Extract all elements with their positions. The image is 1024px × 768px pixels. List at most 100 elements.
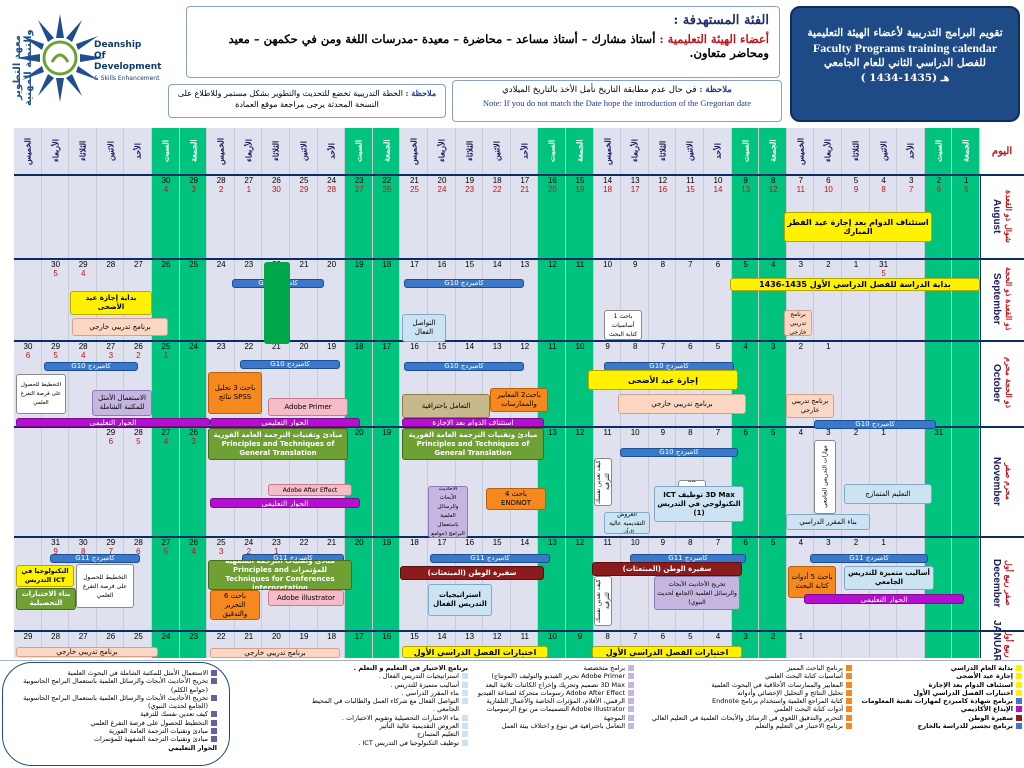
date-number: 8 [688, 538, 693, 547]
event-achievement-tests[interactable]: بناء الاختبارات التحصيلية [16, 588, 76, 610]
event-professional-conduct[interactable]: التعامل باحترافية [402, 394, 490, 418]
event-educational-dialogue-oct-2[interactable]: الحوار التعليمي [210, 418, 360, 427]
date-number: 22 [299, 538, 309, 547]
event-national-ambassador-2[interactable]: سفيرة الوطن (المبتعثات) [592, 562, 742, 576]
event-prepare-for-promotion[interactable]: كيف تعدين نفسك للترقية [594, 458, 612, 506]
date-number: 6 [688, 342, 693, 351]
date-note: ملاحظة : في حال عدم مطابقة التاريخ نأمل … [452, 80, 782, 122]
date-number: 13 [520, 260, 530, 269]
date-number: 19 [382, 538, 392, 547]
event-educational-dialogue-oct-3[interactable]: استئناف الدوام بعد الإجازة [402, 418, 544, 427]
event-general-translation-1[interactable]: مبادئ وتقنيات الترجمة العامة الفورية Pri… [208, 428, 348, 460]
date-number: 18 [327, 632, 337, 641]
event-cambridge-g10-nov-2[interactable]: كامبردج G10 [620, 448, 738, 457]
event-researcher-1[interactable]: باحث 1 أساسيات كتابة البحث [604, 310, 642, 340]
event-ict-in-teaching-dec[interactable]: توظيف التكنولوجيا في ICT التدريس (1) [16, 565, 74, 587]
update-note: ملاحظة : الخطة التدريبية تخضع للتحديث وا… [168, 84, 446, 118]
event-adobe-illustrator[interactable]: Adobe illustrator [268, 590, 344, 606]
event-eid-adha-start[interactable]: بداية إجازة عيد الأضحى [70, 291, 152, 315]
date-number: 9 [660, 538, 666, 547]
event-adobe-after-effect[interactable]: Adobe After Effect [268, 484, 352, 496]
date-number: 3 [770, 342, 776, 351]
event-planning-sabbatical[interactable]: التخطيط للحصول على فرصة التفرغ العلمي [16, 374, 66, 414]
title-line-2: Faculty Programs training calendar [812, 41, 998, 55]
event-hadith-programs-dec[interactable]: تخريج الأحاديث الأبحاث والرسائل العلمية … [654, 576, 740, 610]
day-header: الأربعاء [436, 139, 447, 163]
event-planning-sabbatical-dec[interactable]: التخطيط للحصول على فرصة التفرغ العلمي [76, 564, 134, 608]
event-general-translation-2[interactable]: مبادئ وتقنيات الترجمة العامة الفورية Pri… [402, 428, 544, 460]
event-eid-adha-holiday[interactable]: إجازة عيد الأضحى [588, 370, 738, 390]
event-optimal-library-use[interactable]: الاستعمال الأمثل للمكتبة الشاملة [92, 390, 152, 416]
event-external-training-oct-2[interactable]: برنامج تدريبي خارجي [786, 394, 834, 418]
event-cambridge-g10-oct-3[interactable]: كامبردج G10 [404, 362, 524, 371]
event-semester-start[interactable]: بداية الدراسة للفصل الدراسي الأول 1435-1… [730, 278, 980, 291]
legend-item: برنامج الباحث المميز [636, 664, 852, 672]
event-distinguished-teaching[interactable]: أساليب متميزة للتدريس الجامعي [844, 566, 934, 590]
date-number: 11 [575, 260, 585, 269]
event-educational-dialogue-nov[interactable]: الحوار التعليمي [210, 498, 360, 508]
event-prepare-for-promotion-dec[interactable]: كيف تعدين نفسك للترقية [594, 576, 612, 626]
event-ict-in-teaching[interactable]: 3D Max توظيف ICT التكنولوجي في التدريس (… [654, 486, 744, 522]
event-blended-learning[interactable]: التعليم المتمازج [844, 484, 932, 504]
date-number: 16 [409, 342, 419, 351]
event-researcher-4-endnote[interactable]: باحث 4 ENDNOT [486, 488, 546, 510]
date-number: 19 [382, 428, 392, 437]
event-skills-for-university-teaching[interactable]: مهارات التدريس الجامعي [814, 440, 836, 514]
event-impactful-presentations[interactable]: العروض التقديمية عالية التأثير [604, 512, 650, 534]
legend-swatch-icon [628, 689, 634, 696]
event-cambridge-g11-dec-5[interactable]: كامبردج G11 [810, 554, 928, 563]
event-national-ambassador-1[interactable]: سفيرة الوطن (المبتعثات) [400, 566, 544, 580]
event-cambridge-g10-oct-2[interactable]: كامبردج G10 [240, 360, 340, 369]
event-external-training-oct[interactable]: برنامج تدريبي خارجي [618, 394, 746, 414]
event-researcher-3-spss[interactable]: باحث 3 تحليل SPSS نتائج [208, 372, 262, 414]
date-number: 15 [492, 538, 502, 547]
event-external-training-sep[interactable]: برنامج تدريبي خارجي [72, 318, 168, 336]
event-resume-after-eid-fitr[interactable]: استئناف الدوام بعد إجازة عيد الفطر المبا… [784, 212, 932, 242]
event-external-training-sep-2[interactable]: برنامج تدريبي خارجي [784, 310, 812, 336]
event-researcher-6-editing[interactable]: باحث 6 التحرير والتدقيق [210, 590, 260, 620]
date-number: 24 [216, 260, 226, 269]
event-researcher-2[interactable]: باحث2 المعايير والممارسات [490, 388, 548, 412]
event-hadith-programs-nov[interactable]: تخريج الأحاديث الأبحاث والرسائل العلمية … [428, 486, 468, 538]
legend-swatch-icon [846, 689, 852, 696]
event-educational-dialogue-dec[interactable]: الحوار التعليمي [804, 594, 964, 604]
event-effective-teaching-strategies[interactable]: استراتيجيات التدريس الفعال [428, 584, 492, 616]
event-course-building[interactable]: بناء المقرر الدراسي [786, 514, 870, 530]
event-external-training-jan-2[interactable]: برنامج تدريبي خارجي [210, 648, 340, 658]
event-cambridge-g11-dec-1[interactable]: كامبردج G11 [50, 554, 140, 563]
legend-swatch-icon [846, 681, 852, 688]
event-adobe-primer[interactable]: Adobe Primer [268, 398, 348, 416]
date-number: 21 [244, 632, 254, 641]
date-number: 12 [520, 342, 530, 351]
day-header: الاثنين [877, 141, 888, 161]
event-external-training-jan-1[interactable]: برنامج تدريبي خارجي [16, 647, 158, 657]
event-conference-interpretation[interactable]: مبادئ وتقنيات الترجمة الشفهية للمؤتمرات … [208, 560, 352, 590]
event-first-semester-exams-2[interactable]: اختبارات الفصل الدراسي الأول [592, 646, 742, 658]
legend-item: توظيف التكنولوجيا في التدريس ICT . [300, 739, 468, 747]
month-english: August [991, 198, 1002, 234]
legend-swatch-icon [628, 714, 634, 721]
date-number: 26 [106, 632, 116, 641]
event-cambridge-g10-oct-1[interactable]: كامبردج G10 [44, 362, 138, 371]
legend-item: برامج متخصصة [470, 664, 634, 672]
event-cambridge-g11-dec-3[interactable]: كامبردج G11 [430, 554, 550, 563]
day-column: الجمعة [179, 128, 208, 658]
event-first-semester-exams-1[interactable]: اختبارات الفصل الدراسي الأول [402, 646, 548, 658]
event-educational-dialogue-oct[interactable]: الحوار التعليمي [16, 418, 210, 427]
event-researcher-5-tools[interactable]: باحث 5 أدوات كتابة البحث [788, 566, 836, 598]
date-number: 21 [327, 538, 337, 547]
calendar-title-box: تقويم البرامج التدريبية لأعضاء الهيئة ال… [790, 6, 1020, 122]
event-cambridge-g10-sep-2[interactable]: كامبردج G10 [404, 279, 524, 288]
event-cambridge-g10-nov-3[interactable]: كامبردج G10 [814, 420, 936, 429]
date-number: 25 [133, 632, 143, 641]
event-effective-communication[interactable]: التواصل الفعال [402, 314, 446, 342]
